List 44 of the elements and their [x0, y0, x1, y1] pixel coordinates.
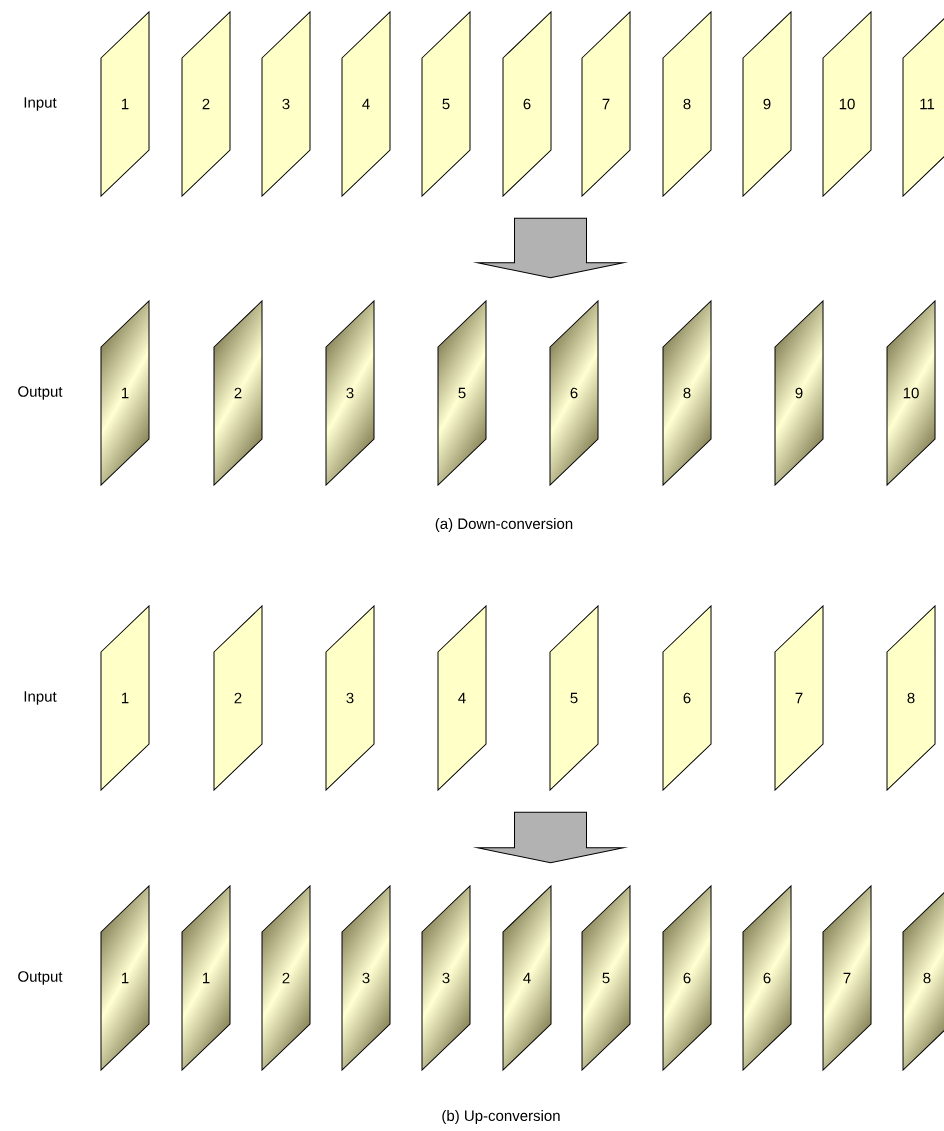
video-frame: 8 — [662, 11, 712, 197]
row-label: Output — [18, 386, 63, 400]
video-frame: 5 — [421, 11, 471, 197]
video-frame: 1 — [100, 300, 150, 486]
video-frame: 8 — [662, 300, 712, 486]
video-frame: 5 — [437, 300, 487, 486]
video-frame: 6 — [549, 300, 599, 486]
row-label: Output — [18, 971, 63, 985]
video-frame: 2 — [181, 11, 231, 197]
video-frame: 3 — [325, 605, 375, 791]
video-frame: 2 — [261, 885, 311, 1071]
video-frame: 7 — [774, 605, 824, 791]
video-frame: 7 — [581, 11, 631, 197]
video-frame: 1 — [100, 605, 150, 791]
video-frame: 1 — [100, 885, 150, 1071]
video-frame: 8 — [886, 605, 936, 791]
caption: (b) Up-conversion — [442, 1110, 560, 1124]
video-frame: 4 — [502, 885, 552, 1071]
video-frame: 3 — [325, 300, 375, 486]
video-frame: 3 — [421, 885, 471, 1071]
video-frame: 4 — [341, 11, 391, 197]
video-frame: 4 — [437, 605, 487, 791]
video-frame: 6 — [742, 885, 792, 1071]
video-frame: 5 — [549, 605, 599, 791]
video-frame: 3 — [341, 885, 391, 1071]
video-frame: 7 — [822, 885, 872, 1071]
video-frame: 3 — [261, 11, 311, 197]
video-frame: 9 — [742, 11, 792, 197]
video-frame: 11 — [902, 11, 944, 197]
video-frame: 2 — [213, 300, 263, 486]
video-frame: 10 — [886, 300, 936, 486]
row-label: Input — [24, 691, 57, 705]
caption: (a) Down-conversion — [435, 518, 573, 532]
video-frame: 1 — [100, 11, 150, 197]
row-label: Input — [24, 97, 57, 111]
video-frame: 8 — [902, 885, 944, 1071]
video-frame: 6 — [662, 885, 712, 1071]
video-frame: 2 — [213, 605, 263, 791]
video-frame: 9 — [774, 300, 824, 486]
video-frame: 5 — [581, 885, 631, 1071]
video-frame: 1 — [181, 885, 231, 1071]
video-frame: 6 — [502, 11, 552, 197]
video-frame: 6 — [662, 605, 712, 791]
video-frame: 10 — [822, 11, 872, 197]
